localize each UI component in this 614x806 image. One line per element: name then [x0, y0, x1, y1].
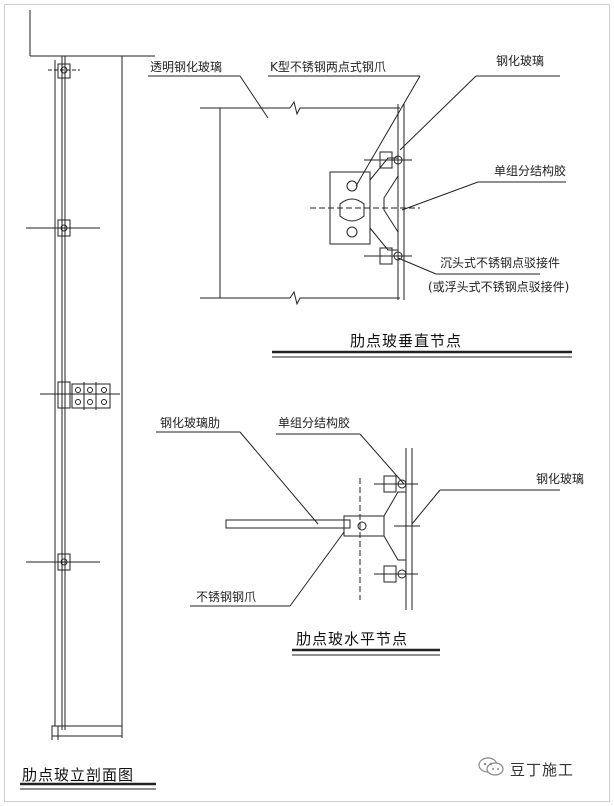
title-horizontal-node: 肋点玻水平节点: [296, 630, 409, 648]
elevation-fitting-4: [26, 553, 100, 571]
label-tempered-glass-bottom: 钢化玻璃: [536, 472, 585, 486]
elevation-section-drawing: [26, 10, 155, 740]
wechat-icon: [478, 757, 504, 781]
elevation-fitting-3: [40, 381, 120, 410]
label-structural-sealant-bottom: 单组分结构胶: [278, 416, 351, 430]
watermark-text: 豆丁施工: [510, 760, 575, 779]
title-elevation-section: 肋点玻立剖面图: [22, 766, 135, 784]
label-structural-sealant-top: 单组分结构胶: [494, 164, 567, 178]
horizontal-node-drawing: [225, 448, 420, 610]
elevation-fitting-1: [48, 63, 80, 79]
label-tempered-glass-top: 钢化玻璃: [496, 54, 545, 68]
watermark: 豆丁施工: [478, 757, 574, 781]
leader-lines: [148, 75, 566, 607]
vertical-node-drawing: [200, 100, 420, 306]
label-steel-claw: 不锈钢钢爪: [196, 590, 257, 604]
label-clear-tempered-glass: 透明钢化玻璃: [150, 60, 223, 74]
drawing-frame: [4, 4, 610, 802]
elevation-fitting-2: [26, 219, 100, 237]
label-floating-fitting: (或浮头式不锈钢点驳接件): [428, 280, 570, 294]
title-vertical-node: 肋点玻垂直节点: [350, 332, 463, 350]
title-rules: [20, 350, 572, 790]
label-countersunk-fitting: 沉头式不锈钢点驳接件: [440, 256, 561, 270]
label-glass-rib: 钢化玻璃肋: [160, 416, 221, 430]
label-k-type-claw: K型不锈钢两点式钢爪: [270, 60, 386, 74]
